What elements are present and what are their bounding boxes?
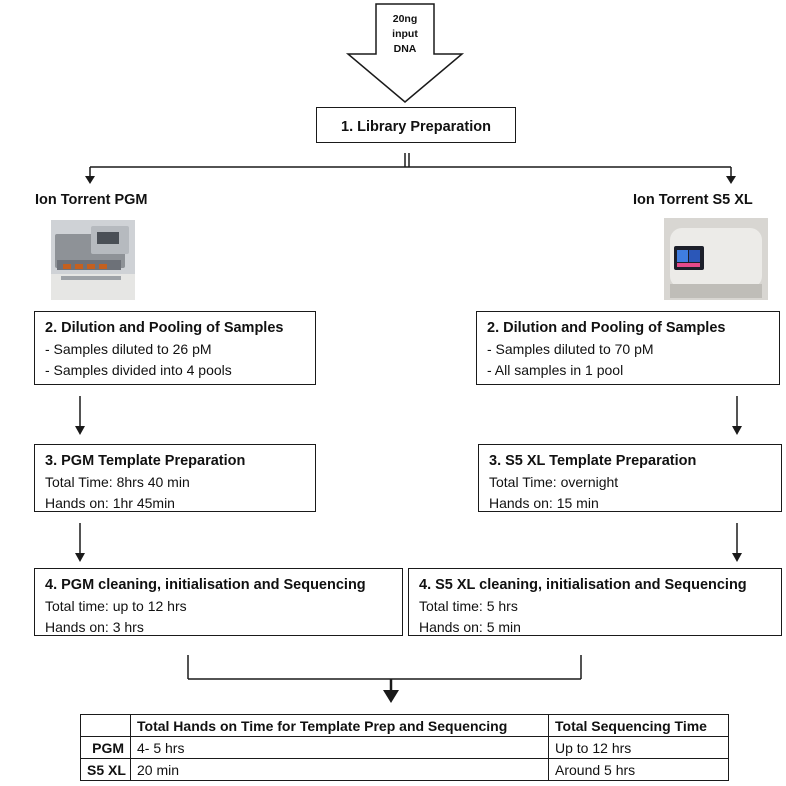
left-dilution-line: - Samples divided into 4 pools (45, 362, 232, 378)
right-platform-label: Ion Torrent S5 XL (633, 192, 753, 208)
right-sequencing-line: Hands on: 5 min (419, 619, 521, 635)
input-line: 20ng (392, 13, 418, 25)
right-sequencing-line: Total time: 5 hrs (419, 598, 518, 614)
left-sequencing-line: Total time: up to 12 hrs (45, 598, 187, 614)
table-header-cell: Total Sequencing Time (548, 714, 729, 737)
split-left-arrowhead (85, 176, 95, 184)
left-sequencing-box: 4. PGM cleaning, initialisation and Sequ… (34, 568, 403, 636)
summary-table: Total Hands on Time for Template Prep an… (80, 714, 729, 781)
left-platform-label: Ion Torrent PGM (35, 192, 148, 208)
table-row: PGM 4- 5 hrs Up to 12 hrs (80, 736, 729, 759)
table-cell: 20 min (130, 758, 549, 781)
left-sequencing-title: 4. PGM cleaning, initialisation and Sequ… (45, 577, 366, 593)
table-header-row: Total Hands on Time for Template Prep an… (80, 714, 729, 737)
table-cell: Around 5 hrs (548, 758, 729, 781)
s5xl-instrument-image (664, 218, 768, 300)
input-arrow (345, 3, 465, 103)
right-dilution-line: - Samples diluted to 70 pM (487, 341, 654, 357)
left-template-box: 3. PGM Template Preparation Total Time: … (34, 444, 316, 512)
table-row-label: S5 XL (80, 758, 131, 781)
left-arrowhead-3-4 (75, 553, 85, 562)
right-arrowhead-3-4 (732, 553, 742, 562)
right-arrowhead-2-3 (732, 426, 742, 435)
table-header-cell (80, 714, 131, 737)
split-right-arrowhead (726, 176, 736, 184)
table-header-cell: Total Hands on Time for Template Prep an… (130, 714, 549, 737)
left-template-line: Hands on: 1hr 45min (45, 495, 175, 511)
right-sequencing-box: 4. S5 XL cleaning, initialisation and Se… (408, 568, 782, 636)
table-cell: Up to 12 hrs (548, 736, 729, 759)
right-template-line: Total Time: overnight (489, 474, 619, 490)
right-dilution-line: - All samples in 1 pool (487, 362, 624, 378)
right-sequencing-title: 4. S5 XL cleaning, initialisation and Se… (419, 577, 747, 593)
left-template-title: 3. PGM Template Preparation (45, 453, 246, 469)
left-arrowhead-2-3 (75, 426, 85, 435)
library-preparation-title: 1. Library Preparation (341, 119, 491, 135)
merge-arrowhead (383, 690, 399, 703)
right-template-title: 3. S5 XL Template Preparation (489, 453, 697, 469)
input-dna-label: 20ng input DNA (381, 12, 429, 57)
right-template-box: 3. S5 XL Template Preparation Total Time… (478, 444, 782, 512)
left-template-line: Total Time: 8hrs 40 min (45, 474, 190, 490)
table-cell: 4- 5 hrs (130, 736, 549, 759)
library-preparation-box: 1. Library Preparation (316, 107, 516, 143)
right-dilution-box: 2. Dilution and Pooling of Samples - Sam… (476, 311, 780, 385)
left-dilution-box: 2. Dilution and Pooling of Samples - Sam… (34, 311, 316, 385)
table-row-label: PGM (80, 736, 131, 759)
left-dilution-line: - Samples diluted to 26 pM (45, 341, 212, 357)
right-dilution-title: 2. Dilution and Pooling of Samples (487, 320, 726, 336)
table-row: S5 XL 20 min Around 5 hrs (80, 758, 729, 781)
input-line: DNA (393, 43, 417, 55)
input-line: input (392, 28, 418, 40)
pgm-instrument-image (51, 220, 135, 300)
left-dilution-title: 2. Dilution and Pooling of Samples (45, 320, 284, 336)
left-sequencing-line: Hands on: 3 hrs (45, 619, 144, 635)
right-template-line: Hands on: 15 min (489, 495, 599, 511)
